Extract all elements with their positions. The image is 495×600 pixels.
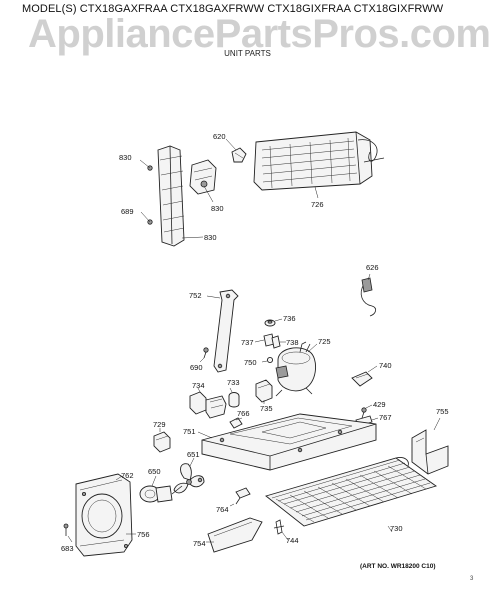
clip-part[interactable] xyxy=(229,417,243,429)
compressor-part[interactable] xyxy=(275,341,316,397)
callout-766: 766 xyxy=(237,409,250,418)
screw-part[interactable] xyxy=(63,523,69,536)
callout-733: 733 xyxy=(227,378,240,387)
clip-part[interactable] xyxy=(235,487,251,505)
clip-part[interactable] xyxy=(351,371,373,387)
callout-689: 689 xyxy=(121,207,134,216)
callout-683: 683 xyxy=(61,544,74,553)
screw-part[interactable] xyxy=(361,407,367,419)
callout-737: 737 xyxy=(241,338,254,347)
callout-744: 744 xyxy=(286,536,299,545)
capacitor-part[interactable] xyxy=(228,392,240,408)
callout-756: 756 xyxy=(137,530,150,539)
callout-730: 730 xyxy=(390,524,403,533)
callout-755: 755 xyxy=(436,407,449,416)
fan-shroud-part[interactable] xyxy=(75,473,133,557)
callout-740: 740 xyxy=(379,361,392,370)
tube-clip-part[interactable] xyxy=(273,519,285,535)
condenser-grid-part[interactable] xyxy=(265,457,438,527)
screw-part[interactable] xyxy=(203,347,209,359)
relay-block-part[interactable] xyxy=(189,159,217,203)
callout-830: 830 xyxy=(204,233,217,242)
callout-762: 762 xyxy=(121,471,134,480)
callout-650: 650 xyxy=(148,467,161,476)
diagram-subtitle: UNIT PARTS xyxy=(224,49,271,58)
defrost-timer-knob-part[interactable] xyxy=(231,147,247,163)
drain-pan-part[interactable] xyxy=(207,517,263,553)
callout-750: 750 xyxy=(244,358,257,367)
overload-protector-part[interactable] xyxy=(255,379,273,403)
callout-752: 752 xyxy=(189,291,202,300)
callout-690: 690 xyxy=(190,363,203,372)
callout-734: 734 xyxy=(192,381,205,390)
model-list: MODEL(S) CTX18GAXFRAA CTX18GAXFRWW CTX18… xyxy=(22,3,444,15)
base-pan-part[interactable] xyxy=(201,413,377,471)
callout-830: 830 xyxy=(211,204,224,213)
callout-620: 620 xyxy=(213,132,226,141)
callout-725: 725 xyxy=(318,337,331,346)
callout-626: 626 xyxy=(366,263,379,272)
mounting-bracket-part[interactable] xyxy=(139,145,185,247)
callout-429: 429 xyxy=(373,400,386,409)
condenser-fan-motor-part[interactable] xyxy=(139,485,183,503)
grommet-part[interactable] xyxy=(264,319,276,327)
callout-751: 751 xyxy=(183,427,196,436)
corner-mark: 3 xyxy=(470,576,474,582)
callout-651: 651 xyxy=(187,450,200,459)
art-number: (ART NO. WR18200 C10) xyxy=(360,563,436,570)
callout-736: 736 xyxy=(283,314,296,323)
nut-part[interactable] xyxy=(197,477,203,483)
callout-764: 764 xyxy=(216,505,229,514)
callout-754: 754 xyxy=(193,539,206,548)
callout-738: 738 xyxy=(286,338,299,347)
start-relay-part[interactable] xyxy=(189,391,227,419)
callout-729: 729 xyxy=(153,420,166,429)
callout-735: 735 xyxy=(260,404,273,413)
callout-726: 726 xyxy=(311,200,324,209)
washer-part[interactable] xyxy=(266,356,274,364)
angle-bracket-part[interactable] xyxy=(411,429,449,475)
thermostat-part[interactable] xyxy=(360,277,376,317)
callout-830: 830 xyxy=(119,153,132,162)
run-capacitor-part[interactable] xyxy=(153,431,171,453)
sleeve-part[interactable] xyxy=(271,335,281,349)
strap-part[interactable] xyxy=(213,289,239,373)
condenser-coil-part[interactable] xyxy=(253,131,385,191)
callout-767: 767 xyxy=(379,413,392,422)
